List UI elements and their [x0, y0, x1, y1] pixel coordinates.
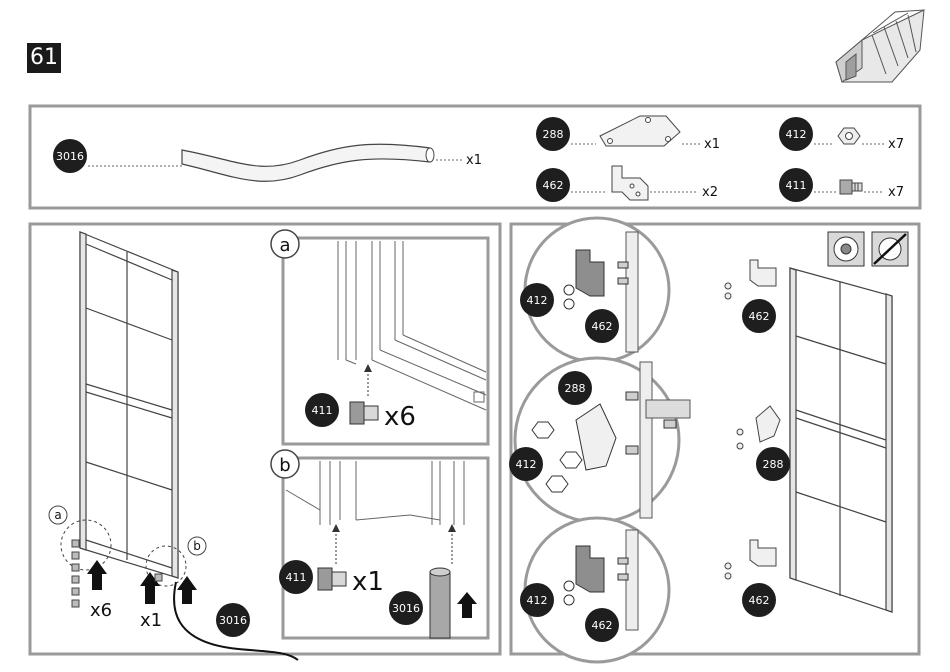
part-462-row: 462 x2 [536, 166, 718, 202]
left-qty-bolts: x6 [90, 600, 112, 621]
door-label-mid: 288 [763, 458, 784, 471]
door-panel-left [80, 232, 178, 578]
circle-top-nut: 412 [527, 294, 548, 307]
up-arrow-a-icon [87, 560, 107, 590]
part-288-row: 288 x1 [536, 116, 720, 152]
curved-rubber-strip-icon [182, 144, 430, 181]
detail-b-strip-icon [430, 568, 450, 638]
left-strip-id: 3016 [219, 614, 247, 627]
detail-b-strip-id: 3016 [392, 602, 420, 615]
circle-bot-bracket: 462 [592, 619, 613, 632]
part-412-qty: x7 [888, 137, 904, 152]
part-288-qty: x1 [704, 137, 720, 152]
angle-bracket-icon [612, 166, 648, 200]
part-411-qty: x7 [888, 185, 904, 200]
door-panel-right [790, 268, 892, 612]
callout-b-letter: b [193, 539, 201, 553]
part-288-id: 288 [543, 128, 564, 141]
detail-a-letter: a [279, 235, 290, 256]
detail-b-qty: x1 [352, 567, 384, 597]
detail-a-qty: x6 [384, 402, 416, 432]
door-label-bot: 462 [749, 594, 770, 607]
nut-bolt-allowed-icon [828, 232, 864, 266]
square-bolt-icon [840, 180, 862, 194]
part-411-id: 411 [786, 179, 807, 192]
part-412-row: 412 x7 [779, 117, 904, 152]
part-462-qty: x2 [702, 185, 718, 200]
zoom-circle-mid [515, 358, 690, 522]
nut-bolt-forbidden-icon [872, 232, 908, 266]
circle-mid-nut: 412 [516, 458, 537, 471]
detail-a-part-id: 411 [312, 404, 333, 417]
part-3016-row: 3016 x1 [53, 139, 482, 181]
circle-top-bracket: 462 [592, 320, 613, 333]
door-label-top: 462 [749, 310, 770, 323]
part-411-row: 411 x7 [779, 168, 904, 202]
left-qty-bolt-b: x1 [140, 610, 162, 631]
circle-mid-bracket: 288 [565, 382, 586, 395]
up-arrow-strip-icon [177, 576, 197, 604]
part-412-id: 412 [786, 128, 807, 141]
part-462-id: 462 [543, 179, 564, 192]
circle-bot-nut: 412 [527, 594, 548, 607]
detail-b-part-id: 411 [286, 571, 307, 584]
greenhouse-thumbnail-icon [836, 10, 924, 82]
part-3016-id: 3016 [56, 150, 84, 163]
callout-a-letter: a [54, 508, 61, 522]
detail-b-letter: b [279, 455, 290, 476]
part-3016-qty: x1 [466, 153, 482, 168]
detail-b-frame [283, 458, 488, 638]
bolt-stack-icon [72, 540, 79, 607]
